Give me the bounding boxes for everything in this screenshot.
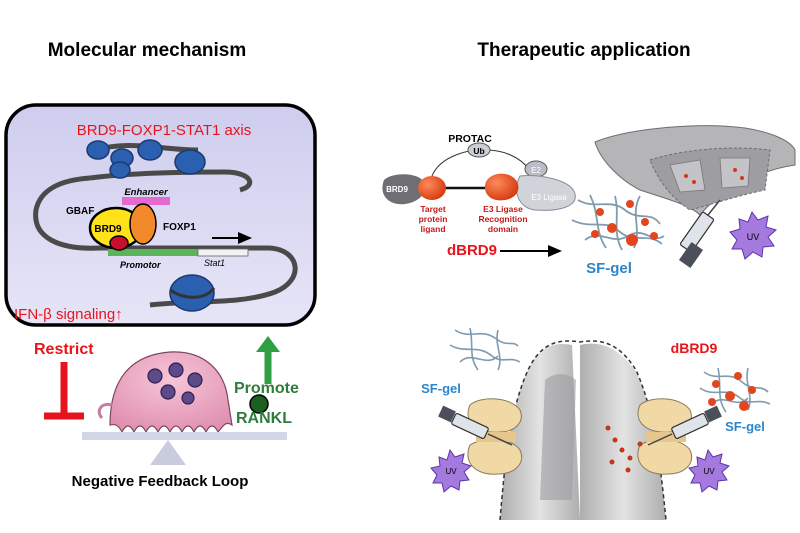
- balance-fulcrum: [150, 440, 186, 465]
- e3-ligase: [516, 175, 576, 211]
- sf-gel-right-label: SF-gel: [725, 419, 765, 434]
- restrict-label: Restrict: [34, 341, 94, 358]
- target-ligand-ball: [418, 176, 446, 200]
- ub-label: Ub: [473, 146, 484, 156]
- enhancer-region: [122, 197, 170, 205]
- sf-gel-network-top: [571, 194, 665, 251]
- target-ligand-line1: Target: [420, 204, 446, 214]
- brd9-target-label: BRD9: [386, 185, 408, 194]
- promotor-label: Promotor: [120, 260, 161, 270]
- uv-label-top: UV: [747, 232, 760, 242]
- feedback-label: Negative Feedback Loop: [72, 473, 249, 490]
- nucleosome-bottom: [169, 274, 216, 312]
- bromodomain: [109, 235, 129, 251]
- e3-ligase-label: E3 Ligase: [531, 193, 567, 202]
- syringe-top: [678, 199, 721, 269]
- brd9-label: BRD9: [94, 224, 122, 235]
- gbaf-label: GBAF: [66, 206, 94, 217]
- drug-particles-defect: [605, 425, 643, 473]
- rankl-label: RANKL: [236, 410, 292, 427]
- dbrd9-label: dBRD9: [447, 242, 497, 259]
- chromatin-loop: [33, 175, 298, 308]
- uv-label-left: UV: [445, 467, 457, 476]
- sf-gel-network-left: [449, 327, 521, 371]
- recognition-line1: E3 Ligase: [483, 204, 523, 214]
- drug-particles-top: [591, 200, 658, 246]
- tissue-right: [637, 398, 692, 475]
- sf-gel-label: SF-gel: [586, 260, 632, 277]
- drug-particles-bottom: [708, 372, 756, 411]
- enhancer-label: Enhancer: [124, 187, 169, 198]
- dbrd9-bottom-label: dBRD9: [671, 340, 718, 356]
- e2-link: [485, 149, 529, 169]
- recognition-line3: domain: [488, 224, 518, 234]
- uv-burst-top: [729, 210, 778, 260]
- axis-title: BRD9-FOXP1-STAT1 axis: [77, 122, 251, 139]
- target-ligand-line2: protein: [419, 214, 448, 224]
- protac-label: PROTAC: [448, 133, 492, 145]
- promoter-region: [108, 249, 198, 256]
- foxp1-protein: [129, 203, 157, 245]
- e2-label: E2: [531, 166, 541, 175]
- right-title: Therapeutic application: [477, 40, 690, 61]
- syringe-bottom-left: [438, 405, 513, 446]
- e3-recognition-ball: [484, 173, 519, 201]
- ub-protein: [467, 142, 491, 158]
- mechanism-panel: [4, 103, 317, 327]
- uv-burst-right: [688, 448, 730, 493]
- recognition-line2: Recognition: [478, 214, 527, 224]
- foxp1-label: FOXP1: [163, 222, 196, 233]
- syringe-bottom-right: [647, 405, 722, 446]
- osteoclast-cell: [97, 351, 233, 434]
- sf-gel-left-label: SF-gel: [421, 381, 461, 396]
- balance-beam: [82, 432, 287, 440]
- target-ligand-line3: ligand: [420, 224, 445, 234]
- promote-arrow-head: [256, 336, 280, 352]
- uv-burst-left: [430, 448, 472, 493]
- stat1-gene: [197, 248, 249, 257]
- brd9-target: [382, 174, 426, 205]
- rankl-ligand: [249, 394, 269, 414]
- bone-defect-top: [594, 125, 796, 216]
- uv-label-right: UV: [703, 467, 715, 476]
- nucleosome-group-top: [86, 139, 206, 179]
- stat1-label: Stat1: [204, 258, 225, 268]
- promote-label: Promote: [234, 380, 299, 397]
- left-title: Molecular mechanism: [48, 40, 247, 61]
- bone-arch: [499, 340, 667, 521]
- ifn-signaling-label: IFN-β signaling↑: [14, 306, 123, 323]
